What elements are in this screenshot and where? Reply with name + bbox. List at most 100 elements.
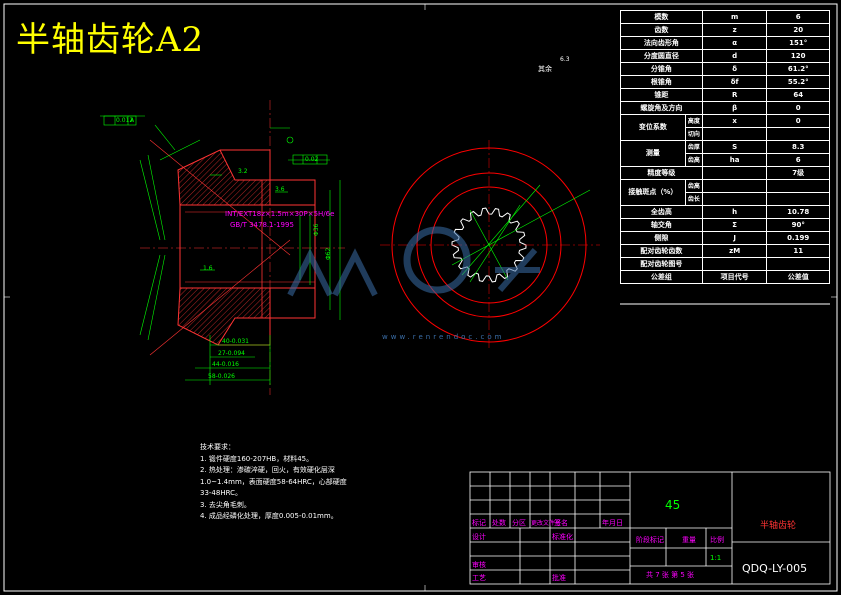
tolerance-1: 0.012 — [116, 117, 134, 124]
param-name: 全齿高 — [620, 205, 703, 219]
tolerance-2: 0.02 — [305, 156, 319, 163]
param-symbol: δ — [701, 62, 768, 76]
param-value: 61.2° — [766, 62, 830, 76]
rough-a: 3.2 — [238, 168, 248, 175]
param-symbol: m — [701, 10, 768, 24]
param-name: 轴交角 — [620, 218, 703, 232]
param-value: 0 — [766, 101, 830, 115]
param-symbol: S — [701, 140, 768, 154]
param-name: 分度圆直径 — [620, 49, 703, 63]
param-symbol: J — [701, 231, 768, 245]
dim-3: 44-0.016 — [212, 361, 239, 368]
param-value: 90° — [766, 218, 830, 232]
param-sub: 齿高 — [684, 153, 703, 167]
param-name: 模数 — [620, 10, 703, 24]
notes-line: 33-48HRC。 — [200, 489, 243, 497]
material: 45 — [665, 498, 681, 512]
tb-label-zone: 分区 — [512, 519, 526, 527]
diameter-2: Φ62 — [325, 247, 332, 260]
param-row: 公差组项目代号公差值 — [620, 270, 830, 284]
param-row: 齿长 — [621, 192, 830, 206]
dim-2: 27-0.094 — [218, 350, 245, 357]
param-value: 151° — [766, 36, 830, 50]
diameter-1: Φ36 — [313, 223, 320, 236]
section-hatch-top — [177, 149, 271, 206]
tb-label-standard: 标准化 — [552, 533, 573, 541]
rough-c: 1.6 — [203, 265, 213, 272]
tb-label-sign: 签名 — [554, 519, 568, 527]
param-value: 10.78 — [766, 205, 830, 219]
param-value: 55.2° — [766, 75, 830, 89]
tb-label-date: 年月日 — [602, 519, 623, 527]
gear-section-view — [100, 100, 345, 395]
param-symbol: Σ — [701, 218, 768, 232]
param-name: 公差组 — [620, 270, 703, 284]
param-sub: 齿高 — [684, 179, 703, 193]
param-symbol — [701, 257, 768, 271]
dim-1: 40-0.031 — [222, 338, 249, 345]
param-name: 侧隙 — [620, 231, 703, 245]
param-symbol: β — [701, 101, 768, 115]
param-value — [766, 192, 830, 206]
param-name: 测量 — [620, 140, 686, 167]
param-sub: 切向 — [684, 127, 703, 141]
param-sub: 高度 — [684, 114, 703, 128]
cone-line-1 — [149, 139, 291, 256]
param-name: 齿数 — [620, 23, 703, 37]
param-symbol: 项目代号 — [701, 270, 768, 284]
technical-requirements: 技术要求： 1. 锻件硬度160-207HB，材料45。 2. 热处理：渗碳淬硬… — [200, 442, 347, 523]
gear-front-view — [380, 140, 600, 350]
param-name: 变位系数 — [620, 114, 686, 141]
param-value: 0 — [766, 114, 830, 128]
param-value — [766, 179, 830, 193]
param-value: 64 — [766, 88, 830, 102]
tb-label-design: 设计 — [472, 533, 486, 541]
param-symbol — [701, 127, 768, 141]
rough-b: 3.6 — [275, 186, 285, 193]
title-block-lines — [469, 471, 831, 585]
scale-value: 1:1 — [710, 554, 722, 562]
tb-label-weight: 重量 — [682, 536, 696, 544]
notes-line: 3. 去尖角毛刺。 — [200, 500, 251, 509]
param-symbol: d — [701, 49, 768, 63]
param-name: 螺旋角及方向 — [620, 101, 703, 115]
notes-line: 4. 成品经磷化处理，厚度0.005-0.01mm。 — [200, 512, 338, 520]
notes-line: 1. 锻件硬度160-207HB，材料45。 — [200, 454, 314, 463]
param-value: 公差值 — [766, 270, 830, 284]
param-name: 配对齿轮图号 — [620, 257, 703, 271]
param-name: 精度等级 — [620, 166, 703, 180]
param-value: 7级 — [766, 166, 830, 180]
sheet-count: 共 7 张 第 5 张 — [646, 571, 695, 579]
notes-line: 1.0~1.4mm，表面硬度58-64HRC，心部硬度 — [200, 477, 347, 486]
tb-label-stage: 阶段标记 — [636, 536, 664, 544]
param-symbol: x — [701, 114, 768, 128]
param-symbol: z — [701, 23, 768, 37]
param-row: 接触斑点（%）齿高 — [620, 179, 830, 206]
section-hatch-bottom — [177, 287, 271, 346]
param-row: 精度等级 7级 — [620, 166, 830, 180]
param-value — [766, 257, 830, 271]
watermark-logo — [287, 226, 540, 297]
spline-note-1: INT/EXT18z×1.5m×30P×5H/6e — [225, 210, 335, 218]
datum-a: A — [130, 117, 135, 124]
tb-label-review: 审核 — [472, 561, 486, 569]
param-symbol — [701, 192, 768, 206]
param-value: 0.199 — [766, 231, 830, 245]
param-sub: 齿厚 — [684, 140, 703, 154]
tb-label-change: 更改文件号 — [531, 520, 562, 527]
tb-label-approve: 批准 — [552, 574, 566, 582]
param-symbol: h — [701, 205, 768, 219]
param-sub: 齿长 — [684, 192, 703, 206]
